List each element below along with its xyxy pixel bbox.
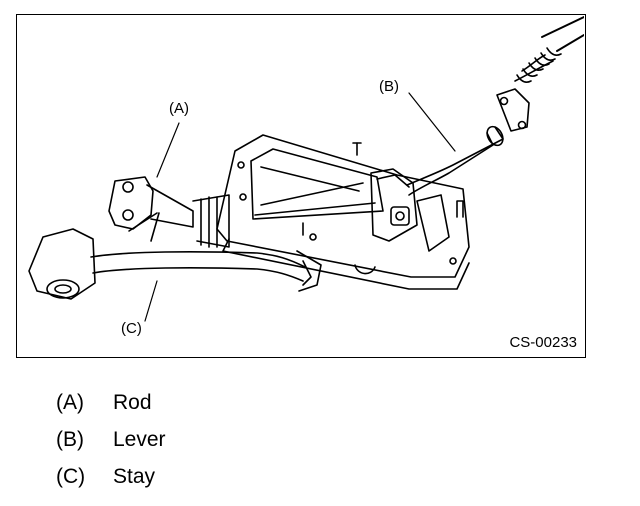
legend: (A) Rod (B) Lever (C) Stay — [56, 390, 166, 501]
legend-code: (A) — [56, 391, 84, 414]
legend-label: Stay — [113, 465, 156, 488]
legend-label: Lever — [113, 428, 166, 451]
legend-item: (B) Lever — [56, 427, 166, 464]
cable-boot — [496, 16, 584, 132]
shift-linkage-drawing — [28, 16, 584, 322]
leader-lines — [144, 92, 456, 322]
legend-code: (C) — [56, 465, 86, 488]
stay — [28, 228, 322, 300]
legend-code: (B) — [56, 428, 84, 451]
callout-a: (A) — [169, 100, 189, 117]
legend-item: (A) Rod — [56, 390, 166, 427]
legend-label: Rod — [113, 391, 152, 414]
lever — [370, 125, 504, 242]
callout-b: (B) — [379, 78, 399, 95]
illustration-frame: (A) (B) (C) CS-00233 — [16, 14, 586, 358]
callout-c: (C) — [121, 320, 142, 337]
figure-id: CS-00233 — [509, 334, 577, 351]
legend-item: (C) Stay — [56, 464, 166, 501]
base-plate — [216, 134, 470, 290]
rod — [108, 176, 230, 248]
